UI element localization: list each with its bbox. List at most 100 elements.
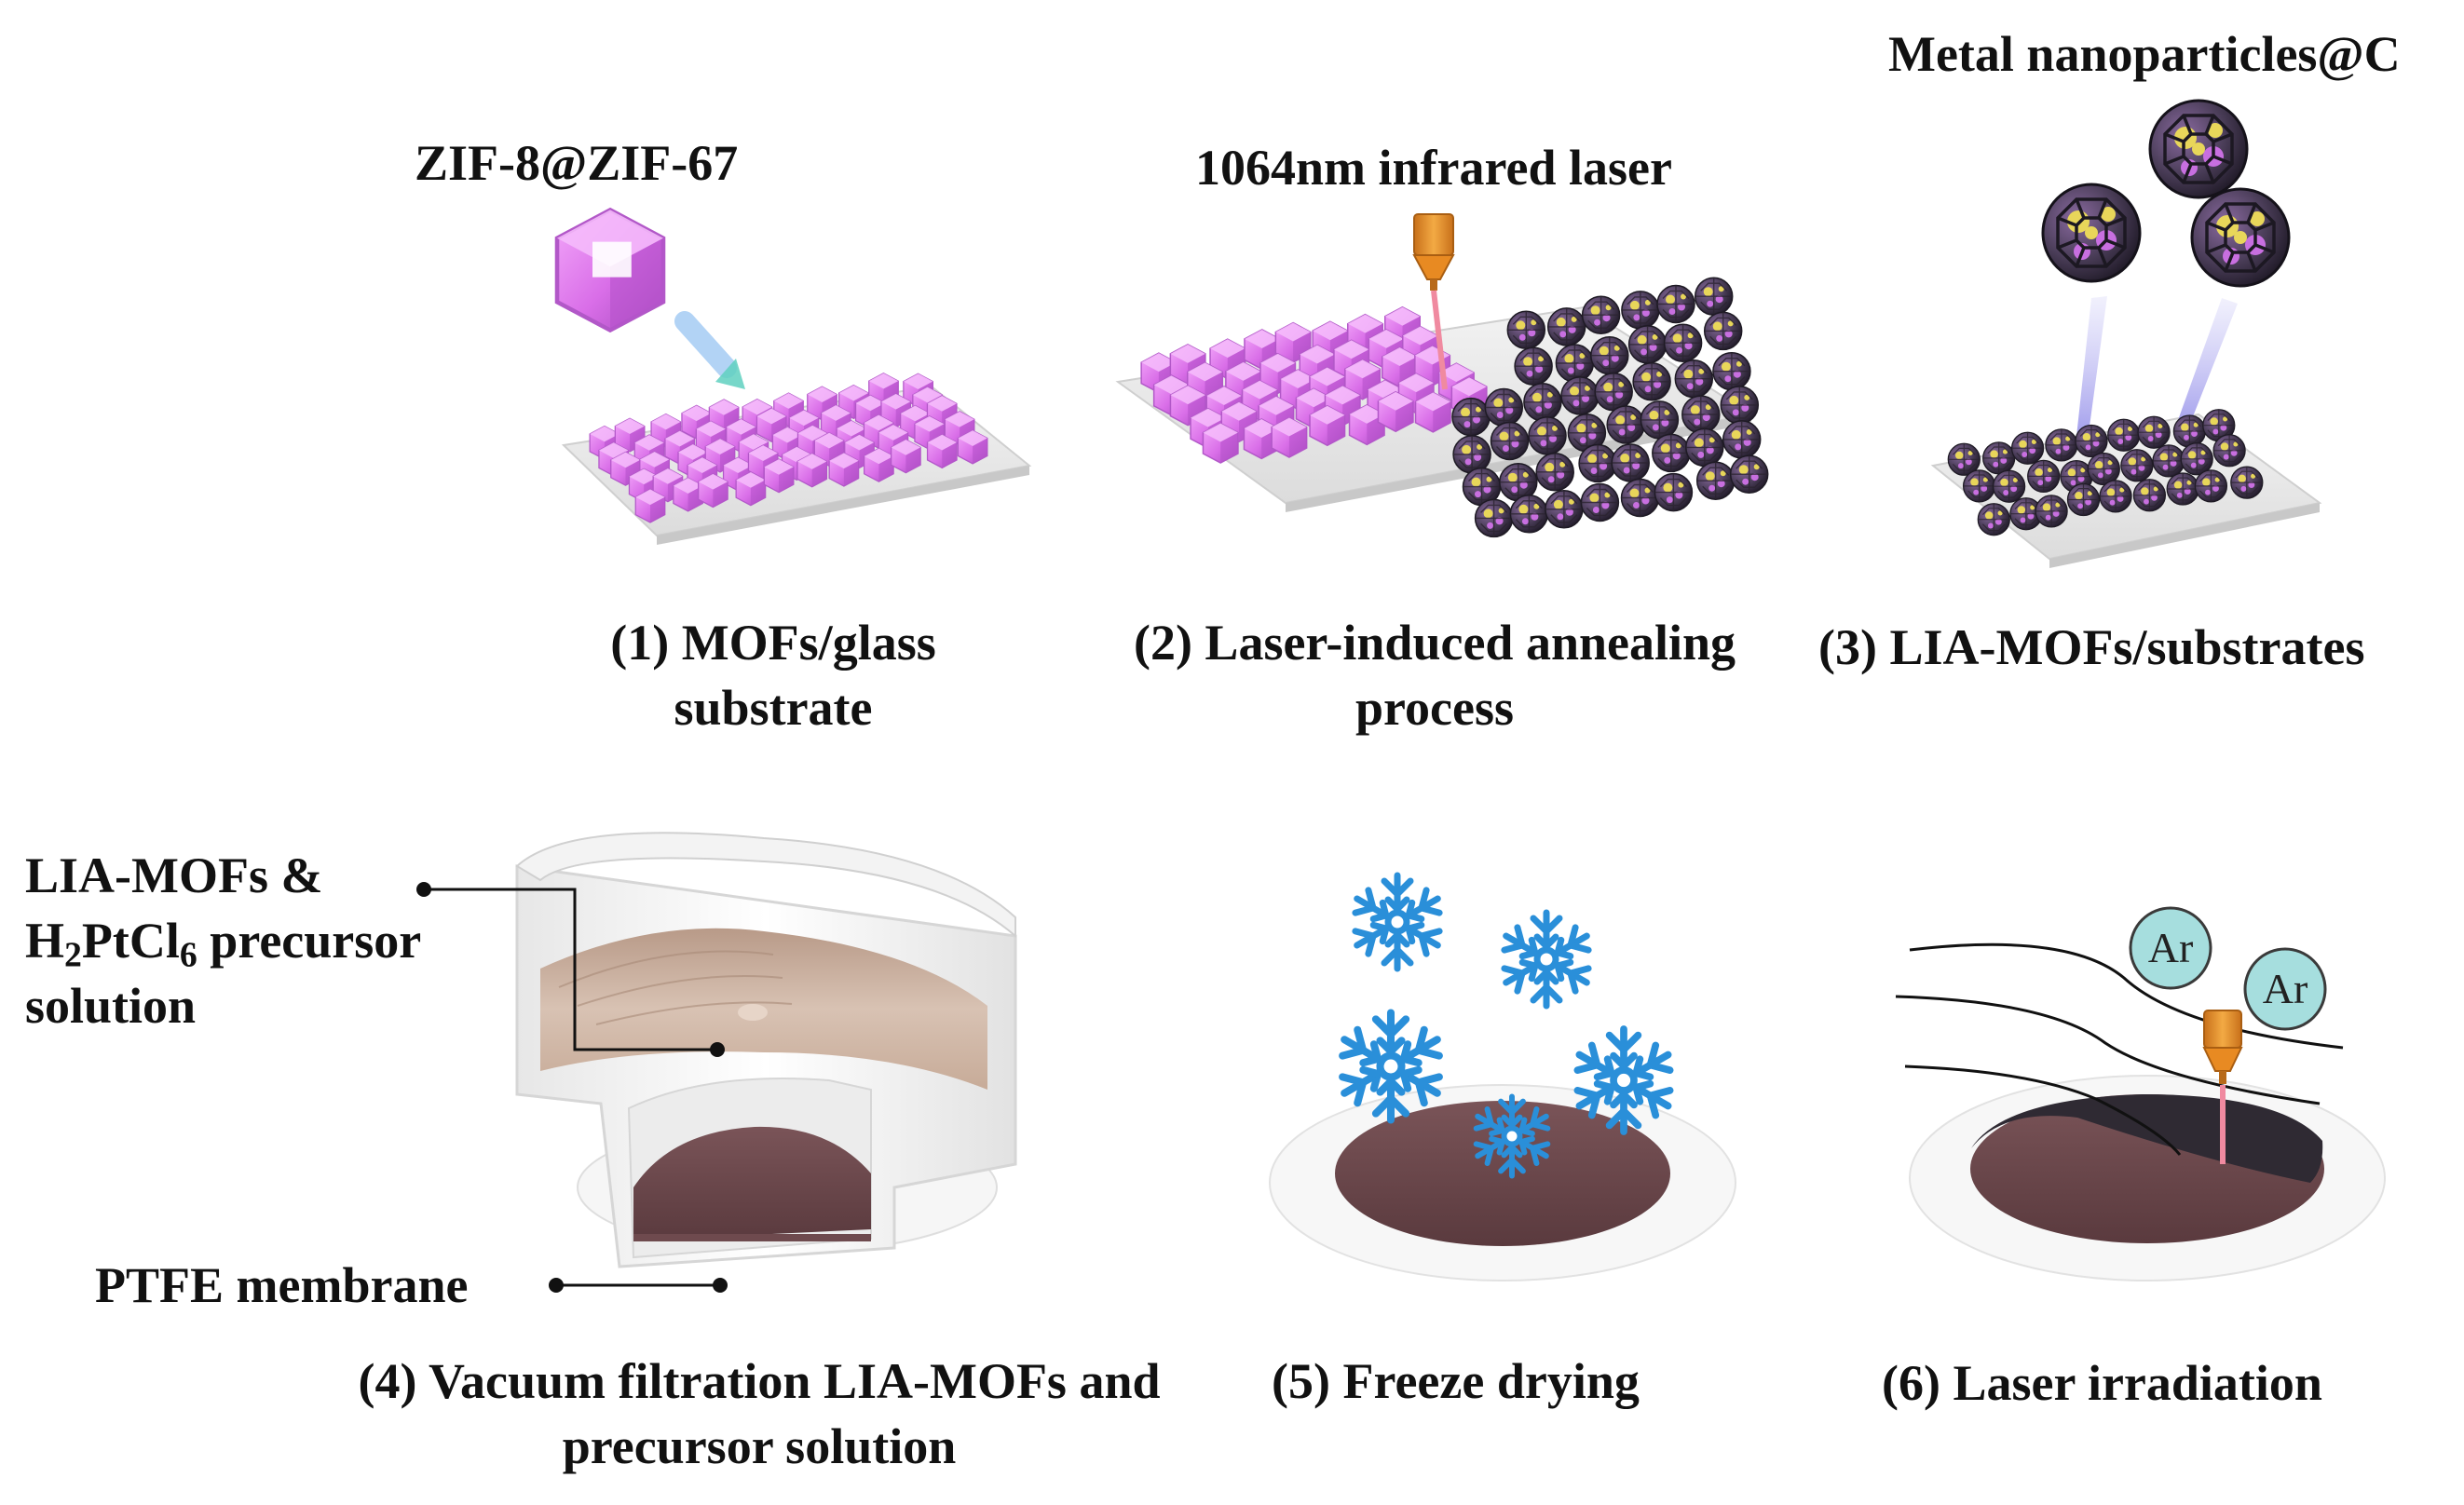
carbon-particle [1640,400,1680,440]
panel2-caption-line2: process [1355,680,1514,736]
carbon-particle [1695,461,1736,500]
carbon-particle [1514,346,1553,386]
carbon-particle [1484,387,1524,427]
carbon-particle [1578,443,1617,483]
carbon-particle [1490,421,1530,461]
laser-head-icon [2202,1010,2243,1084]
laser-irradiation-membrane [1909,1075,2386,1281]
snowflake-icon [1351,875,1445,969]
mof-crystal [735,471,767,507]
carbon-particle [1652,433,1691,473]
carbon-particle [2230,466,2264,499]
filtration-funnel-cutaway [515,832,1017,1268]
panel4-caption-line1: (4) Vacuum filtration LIA-MOFs and [358,1353,1161,1409]
mof-crystal [1377,391,1414,432]
panel2-top-label: 1064nm infrared laser [1195,140,1672,196]
magnification-beams [2076,296,2238,447]
mof-crystal [698,473,728,508]
carbon-particle [1611,443,1650,482]
mof-crystal [796,453,828,488]
carbon-particle [1720,386,1760,425]
carbon-particle [2152,444,2185,478]
carbon-particle [1729,454,1769,494]
argon-bubble-2: Ar [2243,947,2327,1031]
carbon-particle [2027,459,2061,494]
mof-crystal [1202,422,1239,464]
snowflake-icon [1500,913,1594,1006]
callout-leader-solution [416,882,725,1057]
carbon-particle [1674,359,1714,399]
panel4-caption: (4) Vacuum filtration LIA-MOFs and precu… [307,1349,1211,1479]
panel1-caption-line1: (1) MOFs/glass [610,615,936,671]
carbon-particle [2010,431,2045,465]
carbon-particle [2132,479,2167,512]
carbon-particle [1509,495,1549,534]
argon-label: Ar [2148,924,2194,971]
panel2-caption-line1: (2) Laser-induced annealing [1133,615,1736,671]
carbon-particle [1712,351,1751,391]
mof-crystal [891,439,921,474]
mof-crystal [1309,405,1346,446]
callout-line2: H2PtCl6 precursor [25,913,422,975]
carbon-particle [2045,428,2078,462]
mof-crystal [1414,391,1451,433]
carbon-particle [1685,427,1724,468]
carbon-particle [1606,405,1645,444]
argon-bubble-1: Ar [2129,906,2212,990]
carbon-particle [1703,311,1743,351]
carbon-particle [1627,325,1668,364]
callout-line3: solution [25,978,197,1034]
deposition-arrow-icon [674,311,745,389]
carbon-particle [1560,376,1600,415]
carbon-particle [1506,310,1546,350]
carbon-particle [1977,503,2010,536]
carbon-particle [1452,435,1491,474]
panel2-caption: (2) Laser-induced annealing process [1081,610,1789,740]
freeze-dry-membrane [1269,1084,1736,1281]
laser-head-icon [1412,213,1455,291]
carbon-particle [1620,478,1660,518]
carbon-particle [2099,480,2132,513]
carbon-particle [1992,469,2026,503]
panel4-caption-line2: precursor solution [562,1418,957,1474]
carbon-particle [2107,418,2141,452]
argon-label: Ar [2263,965,2308,1012]
mof-crystal [1271,416,1308,458]
zif-crystal-icon [557,210,663,330]
panel4-membrane-label: PTFE membrane [95,1257,469,1313]
panel2-annealed-particles [1451,277,1769,538]
carbon-particle [2166,472,2199,506]
carbon-particle [1694,277,1734,316]
panel3-top-label: Metal nanoparticles@C [1888,26,2401,82]
carbon-particle [1528,416,1567,455]
carbon-particle [2137,415,2171,449]
panel6-caption: (6) Laser irradiation [1882,1355,2322,1411]
carbon-particle [1681,395,1721,434]
panel4-solution-callout: LIA-MOFs & H2PtCl6 precursor solution [25,843,421,1038]
carbon-particle [1594,373,1633,412]
carbon-particle [1590,335,1629,375]
carbon-particle [1722,420,1762,459]
carbon-particle [2172,414,2207,448]
carbon-particle [1545,490,1584,529]
carbon-particle [1632,362,1671,401]
panel1-caption: (1) MOFs/glass substrate [522,610,1025,740]
panel3-caption: (3) LIA-MOFs/substrates [1818,619,2365,675]
carbon-particle [1546,307,1586,346]
carbon-particle [1581,295,1621,334]
carbon-particle [1663,323,1703,362]
carbon-particle [1523,383,1562,422]
carbon-particle [1535,453,1574,492]
carbon-particle [1580,482,1620,522]
carbon-particle [2212,434,2246,468]
panel1-caption-line2: substrate [674,680,873,736]
carbon-particle [1555,344,1595,383]
carbon-particle [2035,495,2068,528]
carbon-particle [2066,482,2101,517]
metal-nanoparticle-cage-cluster [2041,99,2291,288]
laser-beam [1431,290,1448,390]
mof-crystal [763,458,795,494]
carbon-particle [1654,472,1694,512]
carbon-particle [1962,469,1996,503]
